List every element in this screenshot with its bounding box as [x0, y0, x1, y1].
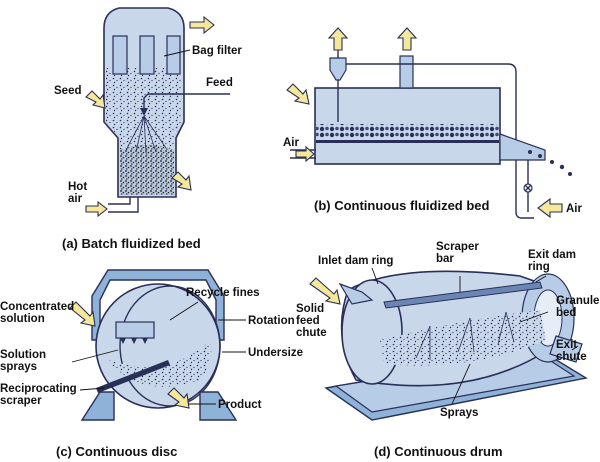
disc-base-right — [199, 391, 238, 421]
disc-rim — [119, 285, 221, 407]
seed-arrow — [85, 90, 106, 109]
product-arrow — [171, 171, 192, 191]
exit-chute-leader — [571, 345, 579, 351]
label-seed: Seed — [54, 85, 82, 97]
label-bag-filter: Bag filter — [192, 45, 242, 57]
bag-filter-leader — [163, 49, 191, 57]
exit-chute-shape — [549, 335, 583, 363]
solid-feed-chute — [338, 282, 374, 305]
lift-air-arrow — [537, 197, 563, 219]
rotary-valve-cross — [524, 184, 532, 192]
scraper-blade — [96, 360, 170, 393]
granule-bed-leader — [519, 311, 549, 323]
caption-a: (a) Batch fluidized bed — [62, 236, 201, 251]
panel-b-continuous-fluidized-bed: Air Air (b) Continuous fluidized bed — [283, 27, 583, 219]
disc-base — [80, 391, 115, 421]
inlet-dam-leader — [371, 267, 379, 285]
hot-air-arrow — [85, 200, 108, 218]
label-feed: Feed — [206, 77, 233, 89]
label-inlet-dam-ring: Inlet dam ring — [318, 255, 393, 267]
label-rotation: Rotation — [248, 315, 295, 327]
bag-filter-1 — [112, 35, 128, 75]
label-recycle-fines: Recycle fines — [186, 287, 260, 299]
cyclone — [329, 57, 347, 81]
sprays-leader — [71, 349, 119, 363]
label-product: Product — [218, 399, 262, 411]
cyclone-exhaust-arrow — [327, 27, 349, 51]
rotating-disc — [95, 283, 221, 409]
caption-c: (c) Continuous disc — [56, 444, 177, 459]
spray-nozzles — [120, 338, 148, 344]
label-air-left: Air — [283, 137, 300, 149]
distributor-plate — [316, 140, 499, 143]
spray-nozzle — [140, 108, 148, 116]
product-arrow-c — [167, 387, 190, 409]
stack-exhaust-arrow — [396, 27, 418, 51]
drum-spray-lines — [415, 311, 515, 360]
caption-b: (b) Continuous fluidized bed — [314, 198, 490, 213]
sprays-leader-d — [451, 363, 471, 405]
bag-filter-2 — [139, 35, 155, 75]
spray-header — [115, 321, 155, 339]
recycle-leader — [169, 301, 199, 321]
concentrated-solution-arrow — [69, 301, 96, 327]
feed-inlet-arrow — [286, 83, 310, 105]
label-sprays: Sprays — [440, 407, 478, 419]
label-undersize: Undersize — [248, 347, 303, 359]
discharge-chute — [499, 133, 546, 161]
scraper-leader — [79, 387, 105, 391]
granule-layer — [316, 124, 499, 138]
exit-dam-leader — [535, 275, 547, 283]
discharge-granules — [528, 150, 572, 176]
label-air-right: Air — [566, 203, 583, 215]
drum-scraper-bar — [383, 281, 543, 309]
feed-pipe — [143, 93, 230, 108]
air-inlet-pipe — [290, 149, 316, 159]
spray-lines — [125, 115, 167, 154]
fluidizing-air-arrow — [295, 145, 315, 163]
caption-d: (d) Continuous drum — [374, 444, 503, 459]
exhaust-arrow — [189, 15, 215, 35]
hot-air-pipe — [108, 197, 139, 213]
exhaust-stack — [399, 55, 414, 89]
solid-feed-arrow — [309, 277, 341, 305]
batch-dense-bed — [120, 145, 174, 195]
